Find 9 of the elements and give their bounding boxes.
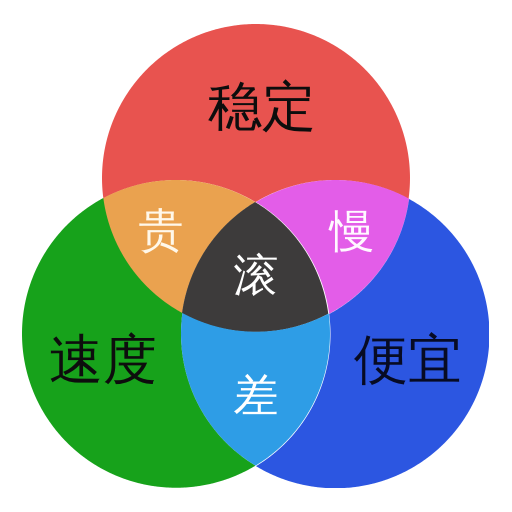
set-label: 稳定 <box>208 80 316 134</box>
overlap-label: 滚 <box>233 252 278 298</box>
overlap-label: 贵 <box>138 207 184 252</box>
set-label: 速度 <box>48 332 157 387</box>
overlap-region <box>182 202 329 332</box>
overlap-label: 差 <box>233 372 278 418</box>
set-label: 便宜 <box>354 332 462 387</box>
overlap-label: 慢 <box>330 208 374 254</box>
overlap-region <box>181 313 330 466</box>
